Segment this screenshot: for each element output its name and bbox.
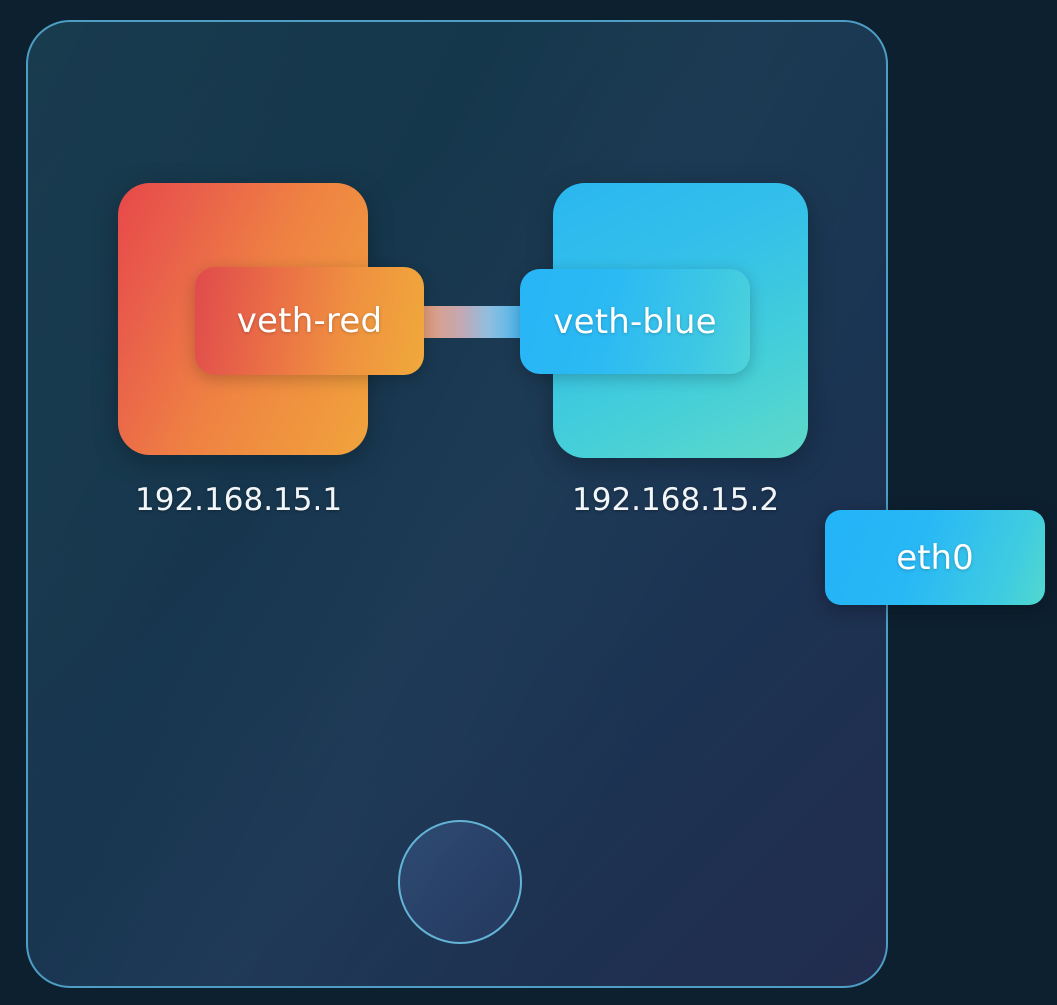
- interface-eth0-label: eth0: [896, 537, 974, 578]
- ip-label-blue: 192.168.15.2: [572, 482, 780, 518]
- bridge-node-circle[interactable]: [398, 820, 522, 944]
- veth-pair-cable: [418, 306, 532, 338]
- interface-veth-blue[interactable]: veth-blue: [520, 269, 750, 374]
- interface-veth-blue-label: veth-blue: [553, 301, 717, 342]
- interface-veth-red[interactable]: veth-red: [195, 267, 424, 375]
- interface-veth-red-label: veth-red: [236, 301, 383, 341]
- ip-label-red: 192.168.15.1: [135, 482, 343, 518]
- interface-eth0[interactable]: eth0: [825, 510, 1045, 605]
